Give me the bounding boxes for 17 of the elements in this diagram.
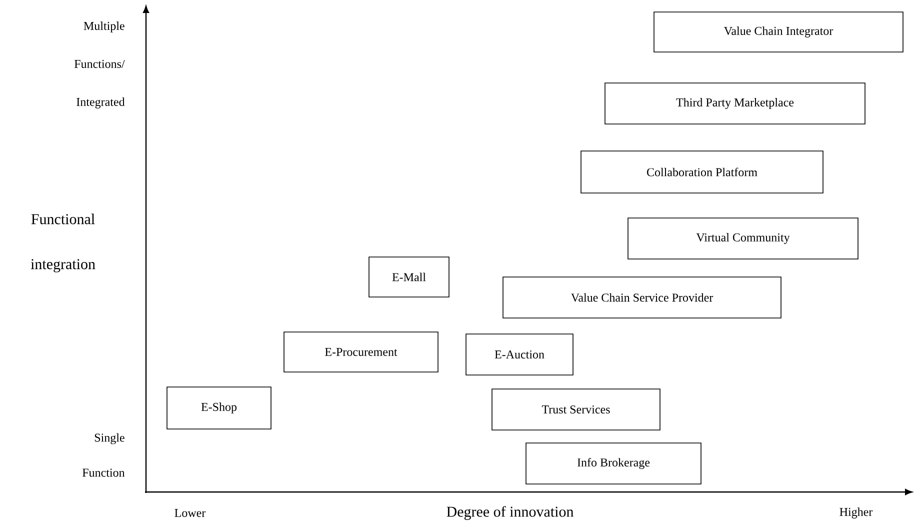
axis-label: Degree of innovation: [446, 506, 574, 520]
axis-label: Multiple Functions/ Integrated: [74, 22, 125, 108]
box: Virtual Community: [628, 218, 858, 260]
box: Collaboration Platform: [580, 150, 824, 194]
box: Value Chain Integrator: [654, 12, 904, 52]
box: Value Chain Service Provider: [502, 276, 782, 318]
axis-label: Single Function: [82, 433, 125, 477]
box: Trust Services: [492, 388, 660, 430]
box: Third Party Marketplace: [604, 82, 866, 124]
axis-label: Higher: [840, 508, 873, 518]
box: Info Brokerage: [526, 442, 702, 484]
axis-label: Functional integration: [30, 214, 96, 272]
box: E-Procurement: [284, 332, 438, 372]
axis-label: Lower: [174, 509, 206, 517]
box: E-Shop: [166, 386, 272, 430]
box: E-Mall: [368, 256, 450, 298]
box: E-Auction: [466, 334, 574, 376]
